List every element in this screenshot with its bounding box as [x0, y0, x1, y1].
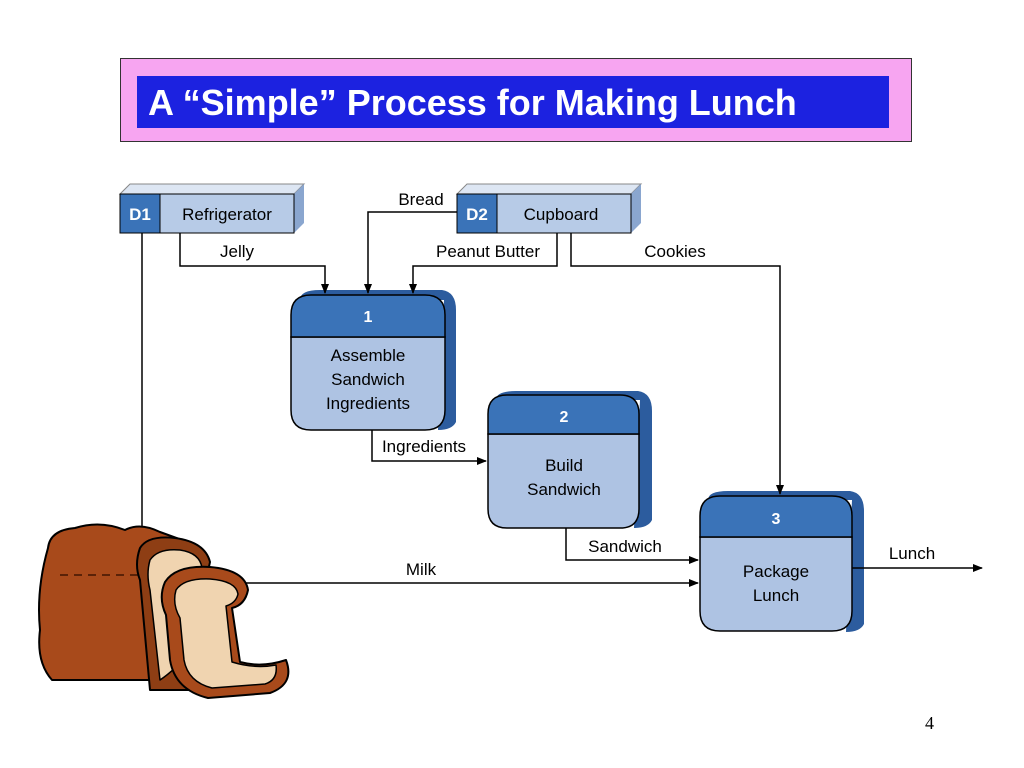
flow-sandwich-line	[565, 528, 699, 564]
process-3-line-1: Package	[743, 562, 809, 581]
flow-milk-label: Milk	[406, 560, 437, 579]
flow-peanut-butter-label: Peanut Butter	[436, 242, 540, 261]
process-2-line-1: Build	[545, 456, 583, 475]
flow-lunch-label: Lunch	[889, 544, 935, 563]
flow-jelly-label: Jelly	[220, 242, 255, 261]
flow-cookies-label: Cookies	[644, 242, 705, 261]
process-2: 2 Build Sandwich	[487, 391, 652, 529]
data-store-d1: D1 Refrigerator	[118, 183, 306, 234]
title-band	[137, 76, 889, 128]
flow-bread-label: Bread	[398, 190, 443, 209]
page-title: A “Simple” Process for Making Lunch	[148, 82, 797, 123]
page-number: 4	[925, 713, 934, 733]
flow-cookies-line	[570, 233, 784, 495]
process-3-line-2: Lunch	[753, 586, 799, 605]
process-1-line-3: Ingredients	[326, 394, 410, 413]
data-store-d1-id: D1	[129, 205, 151, 224]
flow-ingredients-line	[371, 430, 487, 465]
process-2-number: 2	[560, 409, 569, 426]
flow-sandwich-label: Sandwich	[588, 537, 662, 556]
data-store-d2-label: Cupboard	[524, 205, 599, 224]
process-1-line-1: Assemble	[331, 346, 406, 365]
process-1-line-2: Sandwich	[331, 370, 405, 389]
flow-jelly-line	[179, 233, 329, 294]
data-store-d1-label: Refrigerator	[182, 205, 272, 224]
data-store-d2-id: D2	[466, 205, 488, 224]
flow-ingredients-label: Ingredients	[382, 437, 466, 456]
process-1-number: 1	[364, 309, 373, 326]
process-3-number: 3	[772, 511, 781, 528]
process-3: 3 Package Lunch	[699, 491, 864, 632]
process-2-line-2: Sandwich	[527, 480, 601, 499]
bread-loaf-icon	[38, 523, 290, 699]
flow-bread-line	[364, 211, 457, 294]
data-store-d2: D2 Cupboard	[455, 183, 643, 234]
flow-peanut-butter-line	[409, 233, 558, 294]
process-1: 1 Assemble Sandwich Ingredients	[290, 290, 456, 431]
